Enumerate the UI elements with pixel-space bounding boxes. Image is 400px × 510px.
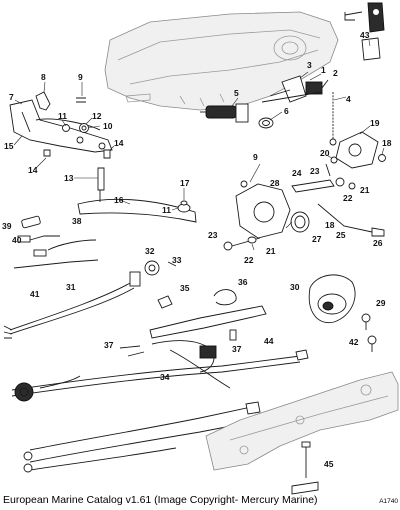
- wiring-harness-left: [3, 260, 177, 339]
- callout-11b: 11: [162, 205, 171, 215]
- leader-lines: [13, 39, 385, 251]
- main-harness: [119, 305, 267, 389]
- callout-13: 13: [64, 173, 74, 183]
- throttle-bracket: [9, 91, 113, 153]
- ignition-switch: [200, 103, 274, 129]
- callout-20: 20: [320, 148, 330, 158]
- flywheel-cover: [308, 274, 377, 352]
- callout-22a: 22: [343, 193, 353, 203]
- callout-3: 3: [307, 60, 312, 70]
- callout-23a: 23: [310, 166, 320, 176]
- callout-19: 19: [370, 118, 380, 128]
- throttle-lever: [77, 167, 197, 223]
- throttle-cam-housing: [223, 180, 310, 251]
- callout-4: 4: [346, 94, 351, 104]
- control-cables: [11, 349, 309, 473]
- callout-21b: 21: [266, 246, 276, 256]
- callout-1: 1: [321, 65, 326, 75]
- callout-31: 31: [66, 282, 76, 292]
- key-fob: [344, 2, 385, 61]
- callout-labels: 43 1 2 3 4 5 6 7 8 9 9 10 11 11 12 13 14…: [2, 30, 392, 469]
- lower-bolt: [291, 441, 319, 495]
- callout-43: 43: [360, 30, 370, 40]
- callout-17: 17: [180, 178, 190, 188]
- callout-21a: 21: [360, 185, 370, 195]
- washer-nut: [177, 200, 191, 213]
- callout-26: 26: [373, 238, 383, 248]
- callout-9b: 9: [253, 152, 258, 162]
- callout-5: 5: [234, 88, 239, 98]
- clips: [157, 289, 237, 309]
- callout-6: 6: [284, 106, 289, 116]
- callout-42: 42: [349, 337, 359, 347]
- small-fasteners-left: [43, 97, 111, 159]
- callout-25: 25: [336, 230, 346, 240]
- callout-30: 30: [290, 282, 300, 292]
- cam-link-rod: [291, 177, 385, 237]
- engine-housing-outline: [104, 11, 339, 111]
- cam-bracket: [325, 131, 386, 177]
- callout-23b: 23: [208, 230, 218, 240]
- callout-12: 12: [92, 111, 102, 121]
- callout-2: 2: [333, 68, 338, 78]
- callout-9a: 9: [78, 72, 83, 82]
- callout-18b: 18: [325, 220, 335, 230]
- callout-38: 38: [72, 216, 82, 226]
- callout-22b: 22: [244, 255, 254, 265]
- reference-code: A1740: [379, 498, 398, 505]
- callout-27: 27: [312, 234, 322, 244]
- callout-16: 16: [114, 195, 124, 205]
- callout-35: 35: [180, 283, 190, 293]
- callout-39: 39: [2, 221, 12, 231]
- callout-29: 29: [376, 298, 386, 308]
- callout-24: 24: [292, 168, 302, 178]
- callout-37a: 37: [104, 340, 114, 350]
- switch-bracket: [261, 75, 329, 103]
- callout-41: 41: [30, 289, 40, 299]
- callout-44: 44: [264, 336, 274, 346]
- small-cables: [13, 215, 99, 269]
- callout-15: 15: [4, 141, 14, 151]
- lower-mount-outline: [205, 371, 399, 471]
- callout-32: 32: [145, 246, 155, 256]
- callout-37b: 37: [232, 344, 242, 354]
- callout-14a: 14: [114, 138, 124, 148]
- callout-7: 7: [9, 92, 14, 102]
- callout-18a: 18: [382, 138, 392, 148]
- image-caption: European Marine Catalog v1.61 (Image Cop…: [3, 494, 318, 506]
- callout-14b: 14: [28, 165, 38, 175]
- callout-34: 34: [160, 372, 170, 382]
- callout-8: 8: [41, 72, 46, 82]
- callout-45: 45: [324, 459, 334, 469]
- callout-36: 36: [238, 277, 248, 287]
- callout-40: 40: [12, 235, 22, 245]
- callout-11a: 11: [58, 111, 67, 121]
- callout-33: 33: [172, 255, 182, 265]
- lanyard-chain: [329, 92, 337, 146]
- callout-28: 28: [270, 178, 280, 188]
- callout-10: 10: [103, 121, 113, 131]
